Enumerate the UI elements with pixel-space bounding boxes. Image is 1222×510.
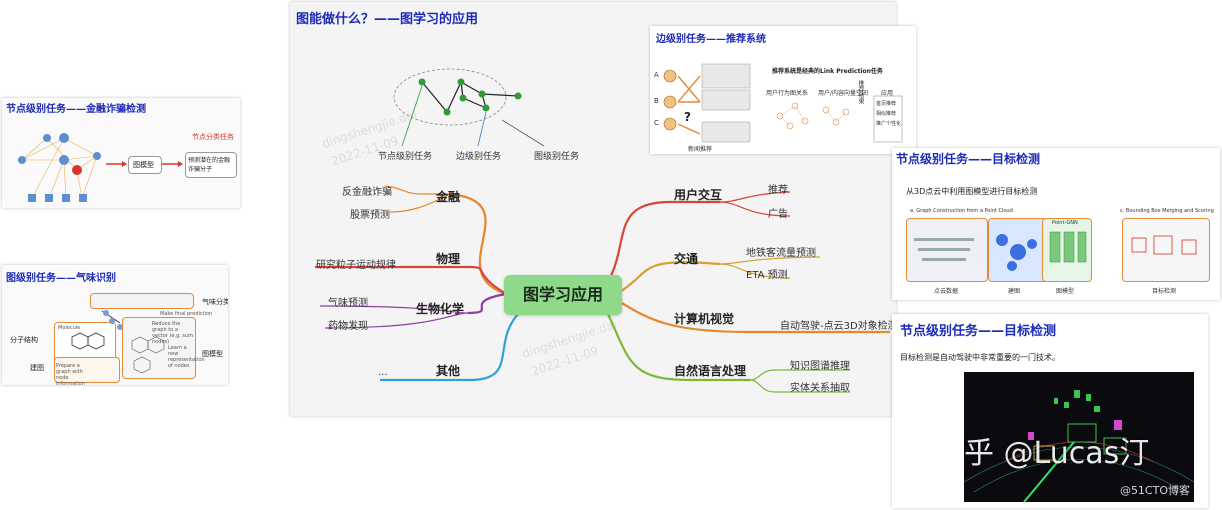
det1-pointcloud-art	[914, 231, 1197, 271]
leaf-drug-discovery: 药物发现	[328, 321, 368, 332]
leaf-eta: ETA 预测	[746, 270, 788, 281]
recommendation-card: 边级别任务——推荐系统 A B C ? 新闻推荐 推荐系统是经典的Link Pr…	[650, 26, 916, 154]
rec-user-item-graph	[663, 63, 903, 143]
odor-top-box	[90, 293, 194, 309]
rec-col2: 用户/内容向量空间	[818, 90, 869, 97]
rec-news-label: 新闻推荐	[688, 146, 713, 153]
fraud-detection-card: 节点级别任务——金融诈骗检测 节点分类任务 图模型 预测潜在的金融诈骗分子	[2, 98, 240, 208]
center-node: 图学习应用	[504, 275, 622, 315]
main-title: 图能做什么？——图学习的应用	[296, 12, 479, 27]
pred-note: Make final prediction	[160, 311, 213, 317]
branch-computer-vision: 计算机视觉	[674, 312, 735, 326]
rec-app-3: 推广个性化	[876, 121, 902, 127]
rec-letter-c: C	[654, 119, 659, 127]
fraud-result-label: 预测潜在的金融诈骗分子	[188, 157, 231, 173]
csdn-corner-watermark: @51CTO博客	[1119, 484, 1190, 497]
fraud-model-box: 图模型	[128, 156, 162, 174]
det1-result-box	[1122, 218, 1210, 282]
leaf-pointcloud-3d: 自动驾驶-点云3D对象检测	[780, 321, 896, 332]
leaf-odor-prediction: 气味预测	[328, 298, 368, 309]
rec-bullet: 推荐系统是经典的Link Prediction任务	[772, 68, 883, 75]
leaf-subway-flow: 地铁客流量预测	[746, 248, 816, 259]
odor-class-label: 气味分类	[202, 298, 228, 306]
fraud-model-label: 图模型	[133, 161, 154, 169]
leaf-relation-extraction: 实体关系抽取	[790, 383, 850, 394]
mindmap-branches	[315, 185, 890, 393]
det1-subtitle: 从3D点云中利用图模型进行目标检测	[906, 187, 1038, 196]
det1-stage-graph: 建图	[1008, 288, 1021, 295]
det2-subtitle: 目标检测是自动驾驶中非常重要的一门技术。	[900, 353, 1060, 362]
graph-build-box	[54, 357, 120, 383]
rec-question: ?	[684, 110, 691, 124]
detection-card-pointcloud: 节点级别任务——目标检测 从3D点云中利用图模型进行目标检测 a. Graph …	[892, 148, 1220, 300]
gnn-layers	[131, 336, 165, 374]
fraud-result-box: 预测潜在的金融诈骗分子	[185, 152, 237, 178]
branch-nlp: 自然语言处理	[674, 364, 747, 378]
det1-box-merging: c. Bounding Box Merging and Scoring	[1120, 208, 1214, 214]
rec-col3: 推荐结果	[857, 80, 864, 104]
learn-note: Learn a new representation of nodes	[168, 345, 205, 369]
det2-title: 节点级别任务——目标检测	[900, 324, 1057, 339]
det1-stage-model: 图模型	[1056, 288, 1075, 295]
prepare-note: Prepare a graph with node information	[56, 363, 85, 385]
rec-app: 应用	[881, 90, 894, 97]
fraud-card-title: 节点级别任务——金融诈骗检测	[6, 104, 146, 115]
odor-card-title: 图级别任务——气味识别	[6, 273, 116, 284]
branch-finance: 金融	[436, 190, 461, 204]
graph-label: 建图	[30, 364, 44, 372]
leaf-other-dots: ...	[378, 367, 388, 378]
rec-title: 边级别任务——推荐系统	[656, 34, 766, 45]
leaf-advertising: 广告	[768, 209, 788, 220]
odor-recognition-card: 图级别任务——气味识别 气味分类 Make final prediction M…	[2, 265, 228, 385]
branch-user-interaction: 用户交互	[674, 188, 723, 202]
center-node-label: 图学习应用	[522, 285, 603, 304]
rec-letter-b: B	[654, 97, 659, 105]
rec-letter-a: A	[654, 71, 659, 79]
det1-title: 节点级别任务——目标检测	[896, 152, 1041, 166]
leaf-recommendation: 推荐	[768, 185, 788, 196]
branch-traffic: 交通	[674, 252, 699, 266]
detection-card-driving: 节点级别任务——目标检测 目标检测是自动驾驶中非常重要的一门技术。	[892, 314, 1208, 508]
node-classification-tag: 节点分类任务	[192, 133, 234, 141]
branch-other: 其他	[436, 364, 461, 378]
det1-graph-construction: a. Graph Construction from a Point Cloud	[910, 208, 1013, 214]
leaf-kg-reasoning: 知识图谱推理	[790, 361, 850, 372]
molecule-note: Molecule	[58, 325, 81, 331]
rec-app-2: 相似推荐	[876, 111, 897, 117]
rec-app-1: 首页推荐	[876, 101, 897, 107]
model-box	[122, 317, 196, 379]
det1-stage-detect: 目标检测	[1152, 288, 1177, 295]
det1-stage-pointcloud: 点云数据	[934, 288, 959, 295]
molecule-label: 分子结构	[10, 336, 38, 344]
model-label: 图模型	[202, 350, 223, 358]
label-edge-level: 边级别任务	[456, 152, 502, 162]
det1-pointgnn: Point-GNN	[1052, 220, 1078, 226]
driving-scene-art	[964, 390, 1194, 502]
leaf-stock-prediction: 股票预测	[350, 210, 390, 221]
leaf-anti-fraud: 反金融诈骗	[342, 187, 392, 198]
label-node-level: 节点级别任务	[378, 152, 433, 162]
branch-biochem: 生物化学	[416, 302, 465, 316]
graph-task-diagram	[393, 68, 545, 147]
label-graph-level: 图级别任务	[534, 152, 580, 162]
fraud-network-graph	[18, 133, 183, 202]
rec-col1: 用户行为图关系	[766, 90, 809, 97]
branch-physics: 物理	[436, 252, 461, 266]
driving-scene-image: 知乎 @Lucas汀 @51CTO博客	[964, 372, 1194, 502]
zhihu-watermark: 知乎 @Lucas汀	[964, 436, 1150, 471]
leaf-particle-motion: 研究粒子运动规律	[316, 260, 396, 271]
reduce-note: Reduce the graph to a vector (e.g. sum n…	[152, 321, 194, 345]
